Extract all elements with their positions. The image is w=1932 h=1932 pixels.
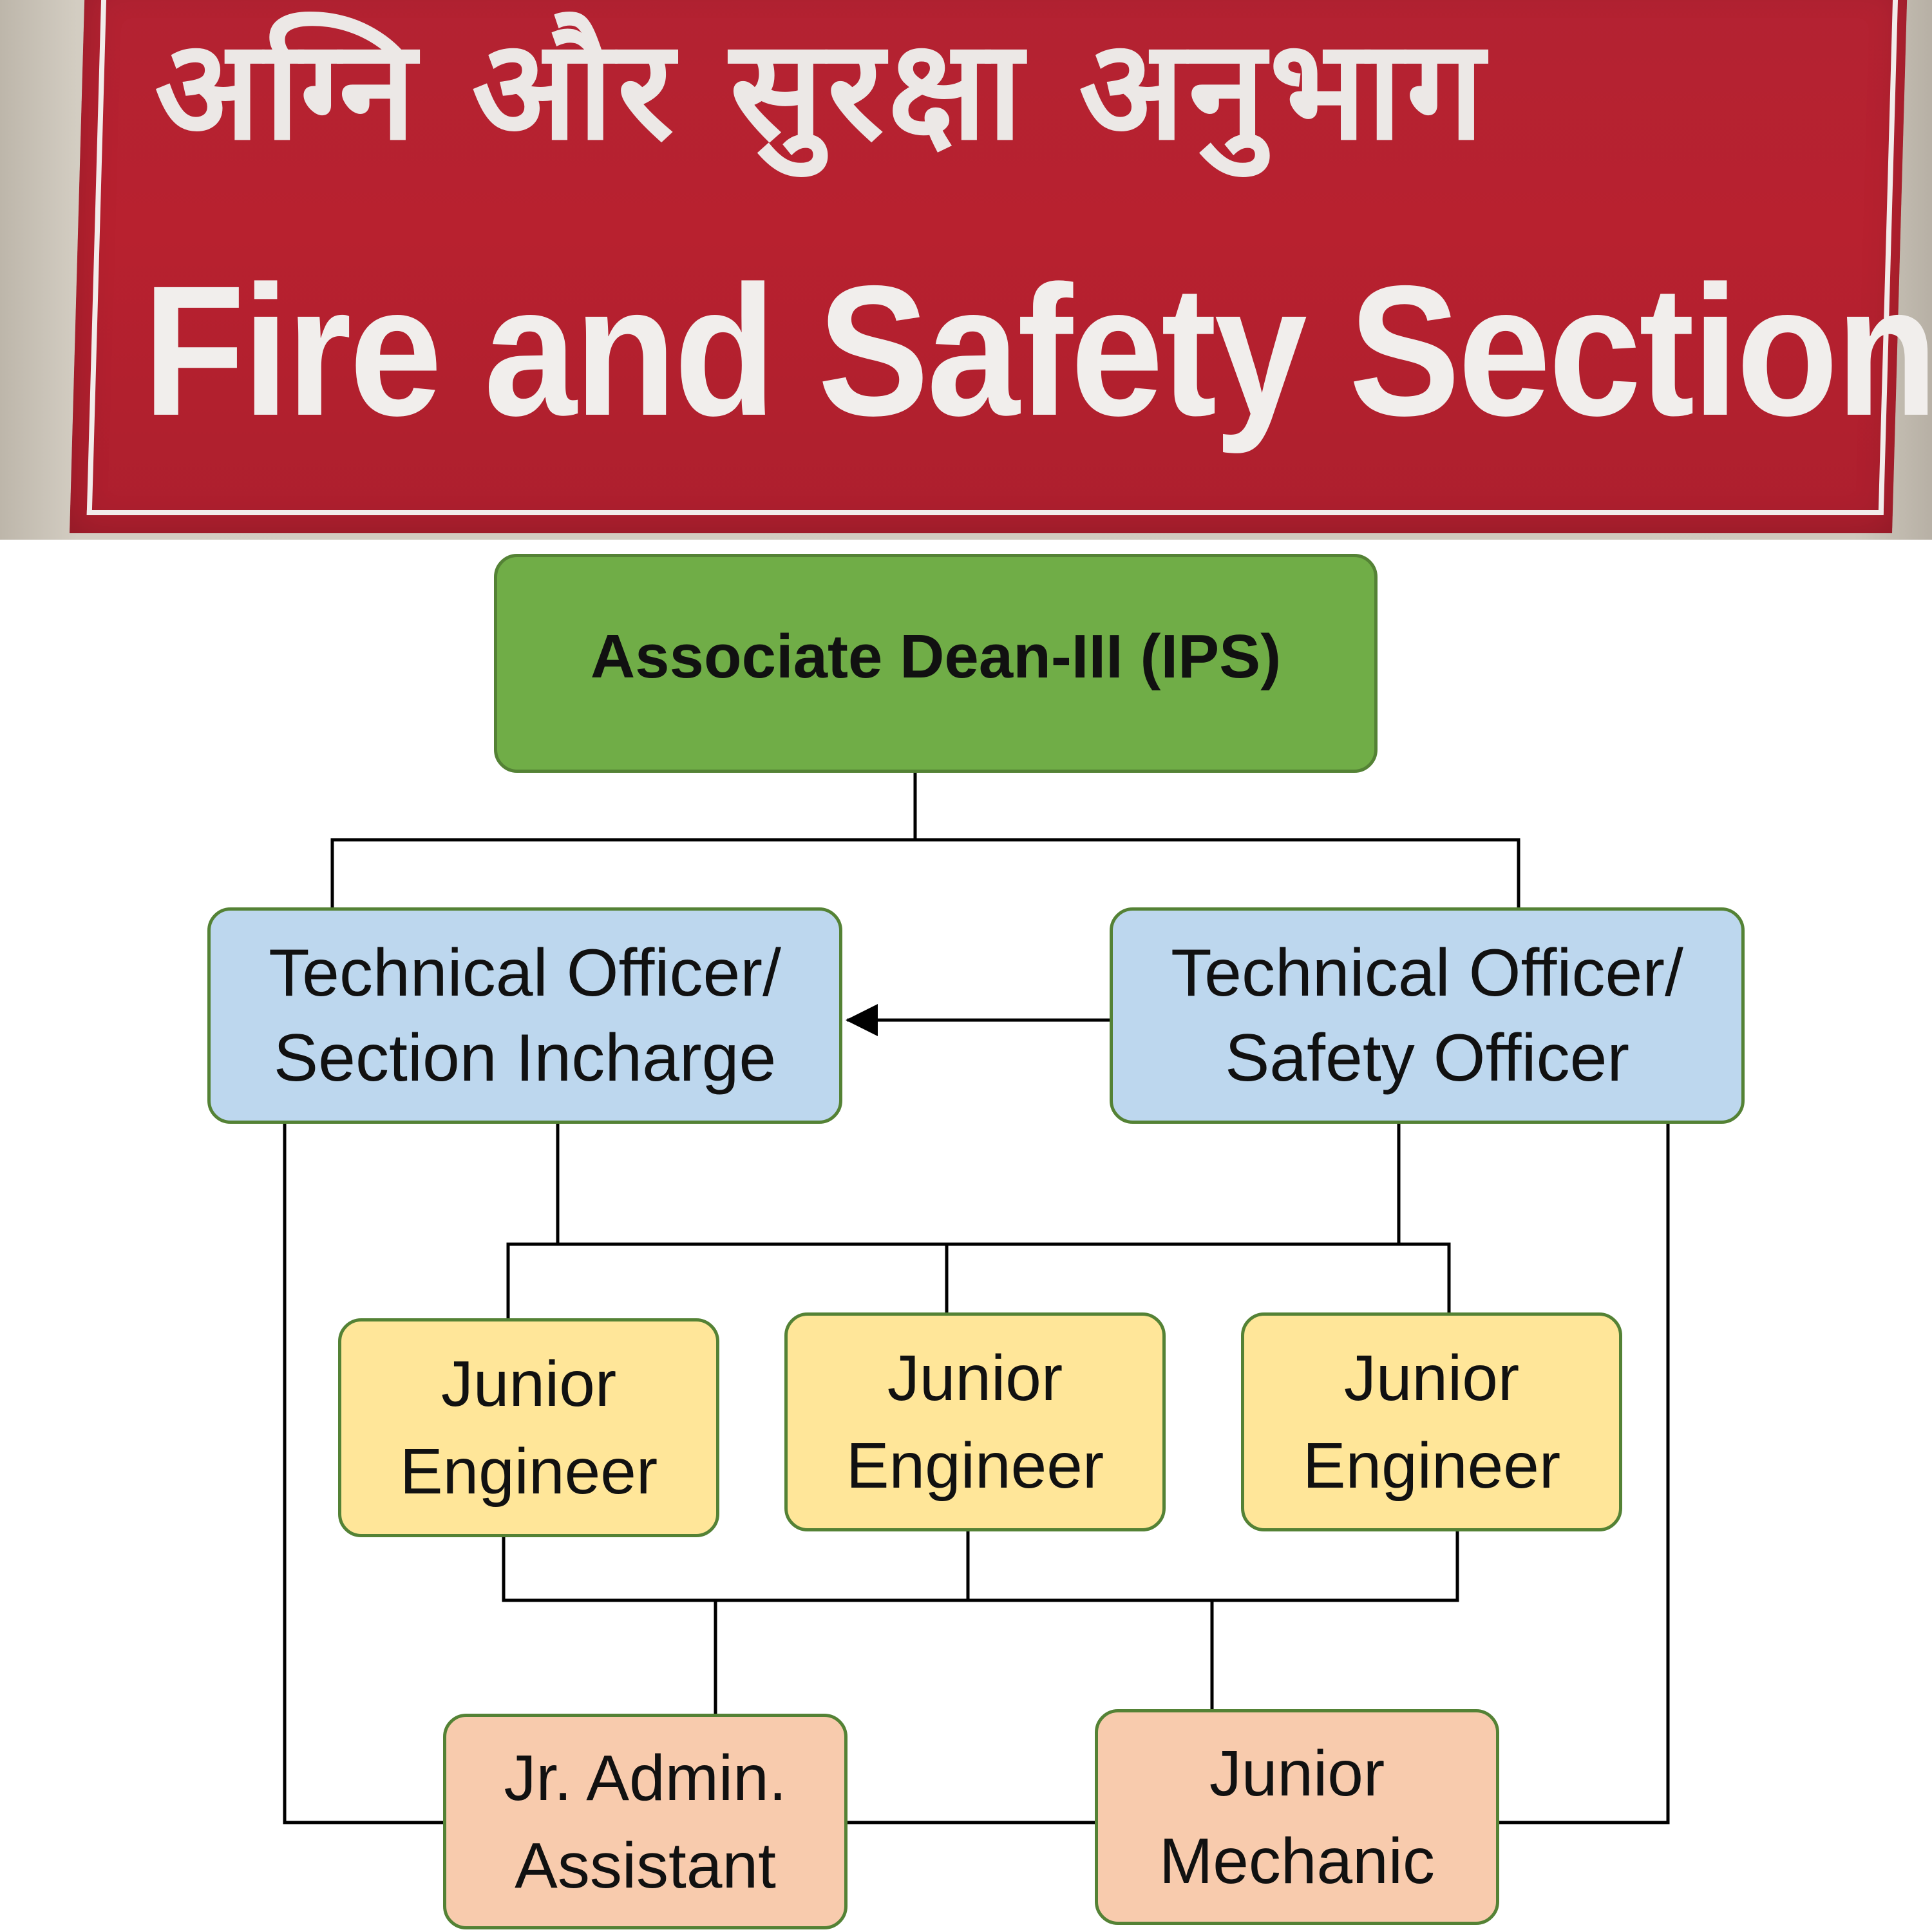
head-label: Associate Dean-III (IPS) xyxy=(590,622,1282,691)
sign-hindi-text: अग्नि और सुरक्षा अनुभाग xyxy=(155,9,1488,171)
officer-box-safety-officer: Technical Officer/ Safety Officer xyxy=(1110,907,1745,1124)
engineer-line-2: Engineer xyxy=(399,1435,658,1508)
staff-box-junior-mechanic: Junior Mechanic xyxy=(1095,1709,1499,1925)
sign-english-text: Fire and Safety Section xyxy=(143,247,1932,455)
engineer-line-2: Engineer xyxy=(1302,1430,1561,1502)
engineer-line-1: Junior xyxy=(440,1348,617,1420)
staff-box-admin-assistant: Jr. Admin. Assistant xyxy=(443,1714,848,1929)
officer-title-line: Technical Officer/ xyxy=(1171,936,1683,1010)
engineer-box-2: Junior Engineer xyxy=(784,1312,1166,1531)
engineer-box-3: Junior Engineer xyxy=(1241,1312,1622,1531)
engineer-line-2: Engineer xyxy=(846,1430,1104,1502)
engineer-line-1: Junior xyxy=(1343,1342,1520,1414)
sign-photo: अग्नि और सुरक्षा अनुभाग Fire and Safety … xyxy=(0,0,1932,540)
staff-line-1: Jr. Admin. xyxy=(504,1741,787,1814)
officer-role-line: Safety Officer xyxy=(1224,1021,1630,1095)
staff-line-2: Mechanic xyxy=(1159,1824,1435,1897)
officer-title-line: Technical Officer/ xyxy=(269,936,781,1010)
officer-role-line: Section Incharge xyxy=(273,1021,777,1095)
engineer-box-1: Junior Engineer xyxy=(338,1318,719,1537)
staff-line-1: Junior xyxy=(1209,1737,1385,1810)
officer-box-section-incharge: Technical Officer/ Section Incharge xyxy=(207,907,842,1124)
staff-line-2: Assistant xyxy=(515,1829,776,1902)
head-box: Associate Dean-III (IPS) xyxy=(494,554,1378,773)
engineer-line-1: Junior xyxy=(887,1342,1063,1414)
